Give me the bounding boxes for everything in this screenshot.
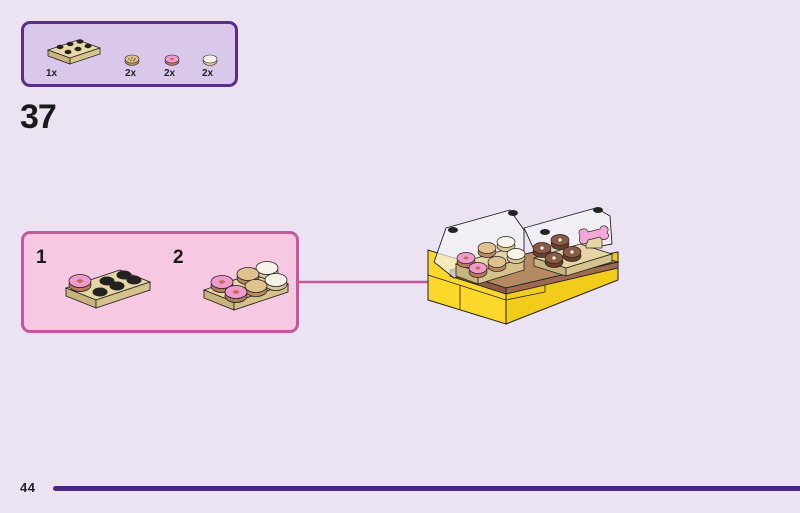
- tan-plate-2x3-icon: [46, 39, 102, 65]
- quantity-label: 2x: [202, 68, 214, 79]
- substep-number: 2: [173, 247, 184, 268]
- page-divider: [53, 486, 800, 491]
- cookie-tile-icon: [124, 54, 140, 66]
- quantity-label: 2x: [164, 68, 176, 79]
- parts-list-callout: 1x 2x 2x 2x: [21, 21, 238, 87]
- substep-number: 1: [36, 247, 47, 268]
- quantity-label: 2x: [125, 68, 137, 79]
- page-number: 44: [20, 480, 36, 495]
- quantity-label: 1x: [46, 68, 58, 79]
- pink-donut-tile-icon: [164, 54, 180, 66]
- bakery-display-model: [427, 207, 620, 325]
- substep-2-illustration: [202, 261, 290, 311]
- white-sprinkle-tile-icon: [202, 54, 218, 66]
- step-number: 37: [20, 98, 57, 136]
- subassembly-callout: 1 2: [21, 231, 299, 333]
- substep-1-illustration: [64, 269, 152, 309]
